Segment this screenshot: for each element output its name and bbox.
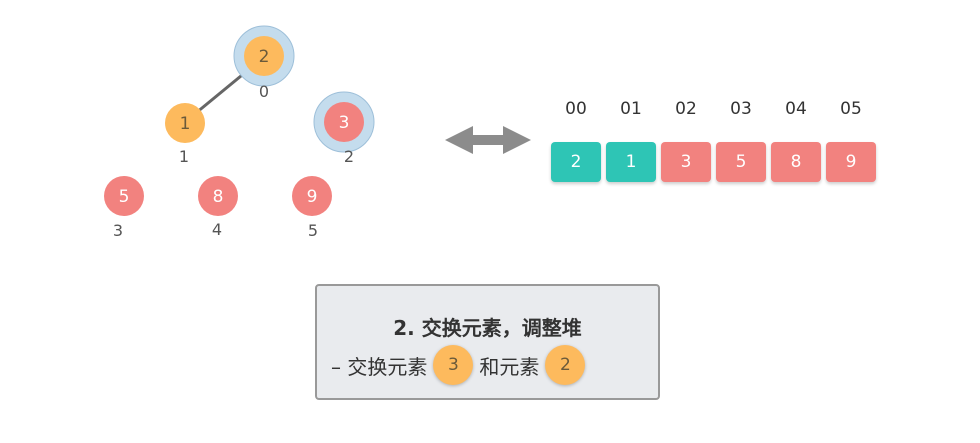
array-header-05: 05	[840, 99, 862, 119]
array-header-01: 01	[620, 99, 642, 119]
array-cell-3: 5	[716, 142, 766, 182]
array-header-00: 00	[565, 99, 587, 119]
double-arrow-icon	[445, 126, 531, 154]
node-5	[292, 176, 332, 216]
node-2-value: 3	[339, 113, 350, 133]
node-2	[324, 102, 364, 142]
caption-element-b: 2	[545, 345, 586, 385]
node-2-index: 2	[344, 147, 354, 166]
node-5-value: 9	[307, 187, 318, 207]
array-cell-0: 2	[551, 142, 601, 182]
array-cell-4: 8	[771, 142, 821, 182]
caption-prefix: – 交换元素	[331, 354, 428, 379]
node-4	[198, 176, 238, 216]
array-header-02: 02	[675, 99, 697, 119]
node-4-index: 4	[212, 220, 222, 239]
node-3-index: 3	[113, 221, 123, 240]
node-0	[244, 36, 284, 76]
node-4-value: 8	[213, 187, 224, 207]
array-cell-1: 1	[606, 142, 656, 182]
node-0-index: 0	[259, 82, 269, 101]
node-1-value: 1	[180, 114, 191, 134]
caption-element-a: 3	[433, 345, 474, 385]
array-cell-2: 3	[661, 142, 711, 182]
node-3	[104, 176, 144, 216]
caption-middle: 和元素	[479, 354, 540, 379]
array-cell-5: 9	[826, 142, 876, 182]
array-header-04: 04	[785, 99, 807, 119]
array-header-03: 03	[730, 99, 752, 119]
caption-title: 2. 交换元素，调整堆	[393, 316, 582, 340]
node-3-value: 5	[119, 187, 130, 207]
node-5-index: 5	[308, 221, 318, 240]
node-0-value: 2	[259, 47, 270, 67]
node-1-index: 1	[179, 147, 189, 166]
caption-line: – 交换元素 3 和元素 2	[331, 344, 591, 386]
caption-box: 2. 交换元素，调整堆 – 交换元素 3 和元素 2	[315, 284, 660, 400]
node-1	[165, 103, 205, 143]
